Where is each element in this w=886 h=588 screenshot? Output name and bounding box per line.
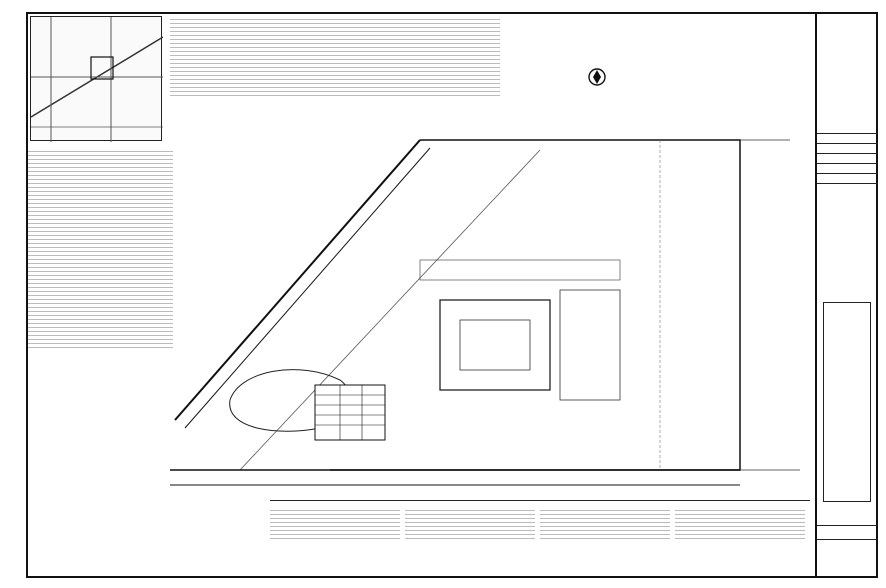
drawing-border (26, 12, 878, 578)
vicinity-map-graphic (31, 17, 163, 142)
title-block-row (817, 134, 878, 144)
legend-column (675, 507, 805, 542)
title-block-row (817, 164, 878, 174)
legend-column (270, 507, 400, 542)
title-block-row (817, 144, 878, 154)
title-block-row (817, 154, 878, 164)
title-block (815, 12, 878, 578)
description-block (170, 16, 500, 146)
legend-block (270, 500, 810, 579)
notes-lines (28, 151, 173, 348)
title-block-row (817, 174, 878, 184)
legend-column (540, 507, 670, 542)
notes-column (28, 148, 173, 508)
company-seal (823, 302, 871, 502)
title-block-row (817, 526, 878, 540)
vicinity-map (30, 16, 163, 142)
title-block-row (817, 124, 878, 134)
title-block-row (817, 512, 878, 526)
legend-column (405, 507, 535, 542)
north-arrow-icon (588, 68, 606, 86)
